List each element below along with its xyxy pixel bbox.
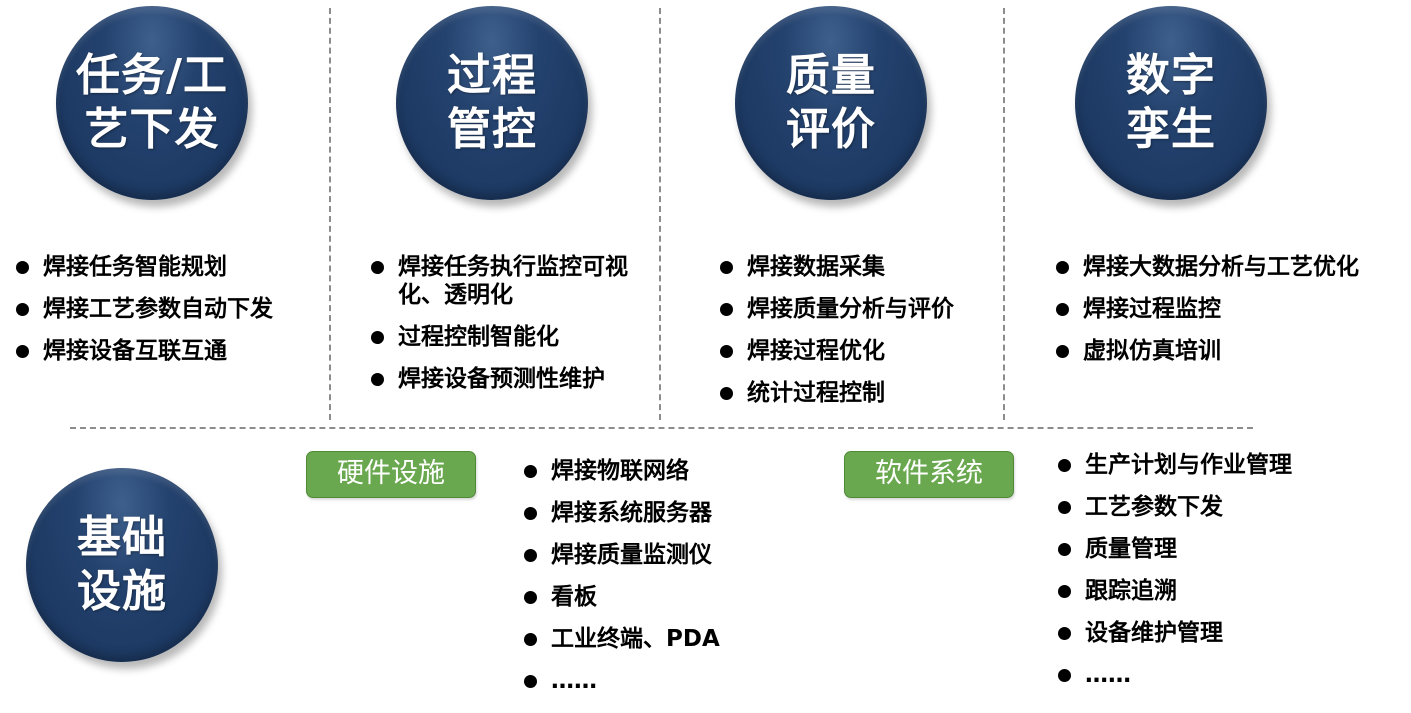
task-process-dispatch-circle: 任务/工 艺下发 [56,6,248,200]
list-item: 焊接过程优化 [720,337,954,365]
column-divider-3 [1003,8,1005,420]
circle-title-line1: 任务/工 [75,50,229,101]
list-item: 焊接设备预测性维护 [371,365,633,393]
circle-title-line1: 过程 [447,50,537,101]
list-item: 过程控制智能化 [371,323,633,351]
hardware-tag: 硬件设施 [306,451,476,498]
list-item: 焊接数据采集 [720,253,954,281]
list-item: 工艺参数下发 [1058,493,1292,521]
digital-twin-circle: 数字 孪生 [1075,6,1267,200]
task-dispatch-list: 焊接任务智能规划 焊接工艺参数自动下发 焊接设备互联互通 [16,253,273,379]
circle-title-line1: 数字 [1126,50,1216,101]
list-item: 生产计划与作业管理 [1058,451,1292,479]
list-item: 焊接系统服务器 [524,499,720,527]
digital-twin-list: 焊接大数据分析与工艺优化 焊接过程监控 虚拟仿真培训 [1056,253,1359,379]
list-item: 焊接质量监测仪 [524,541,720,569]
list-item: 焊接工艺参数自动下发 [16,295,273,323]
list-item: 设备维护管理 [1058,619,1292,647]
software-list: 生产计划与作业管理 工艺参数下发 质量管理 跟踪追溯 设备维护管理 …… [1058,451,1292,703]
column-divider-1 [329,8,331,420]
list-item: 看板 [524,583,720,611]
infrastructure-circle: 基础 设施 [26,468,218,662]
list-item: 虚拟仿真培训 [1056,337,1359,365]
list-item: 焊接设备互联互通 [16,337,273,365]
column-divider-2 [659,8,661,420]
list-item: 焊接大数据分析与工艺优化 [1056,253,1359,281]
section-divider [70,427,1253,429]
circle-title-line1: 基础 [77,512,167,563]
list-item: 焊接物联网络 [524,457,720,485]
list-item: 工业终端、PDA [524,625,720,653]
list-item: 焊接任务执行监控可视化、透明化 [371,253,633,309]
process-control-circle: 过程 管控 [396,6,588,200]
process-control-list: 焊接任务执行监控可视化、透明化 过程控制智能化 焊接设备预测性维护 [371,253,633,407]
list-item: …… [1058,661,1292,689]
list-item: …… [524,667,720,695]
hardware-list: 焊接物联网络 焊接系统服务器 焊接质量监测仪 看板 工业终端、PDA …… [524,457,720,709]
circle-title-line2: 设施 [77,566,167,617]
list-item: 统计过程控制 [720,379,954,407]
circle-title-line1: 质量 [786,50,876,101]
list-item: 焊接质量分析与评价 [720,295,954,323]
quality-evaluation-circle: 质量 评价 [735,6,927,200]
list-item: 焊接任务智能规划 [16,253,273,281]
list-item: 跟踪追溯 [1058,577,1292,605]
circle-title-line2: 孪生 [1126,104,1216,155]
circle-title-line2: 评价 [786,104,876,155]
list-item: 质量管理 [1058,535,1292,563]
circle-title-line2: 管控 [447,104,537,155]
circle-title-line2: 艺下发 [84,104,220,155]
software-tag: 软件系统 [844,451,1014,498]
quality-evaluation-list: 焊接数据采集 焊接质量分析与评价 焊接过程优化 统计过程控制 [720,253,954,421]
list-item: 焊接过程监控 [1056,295,1359,323]
